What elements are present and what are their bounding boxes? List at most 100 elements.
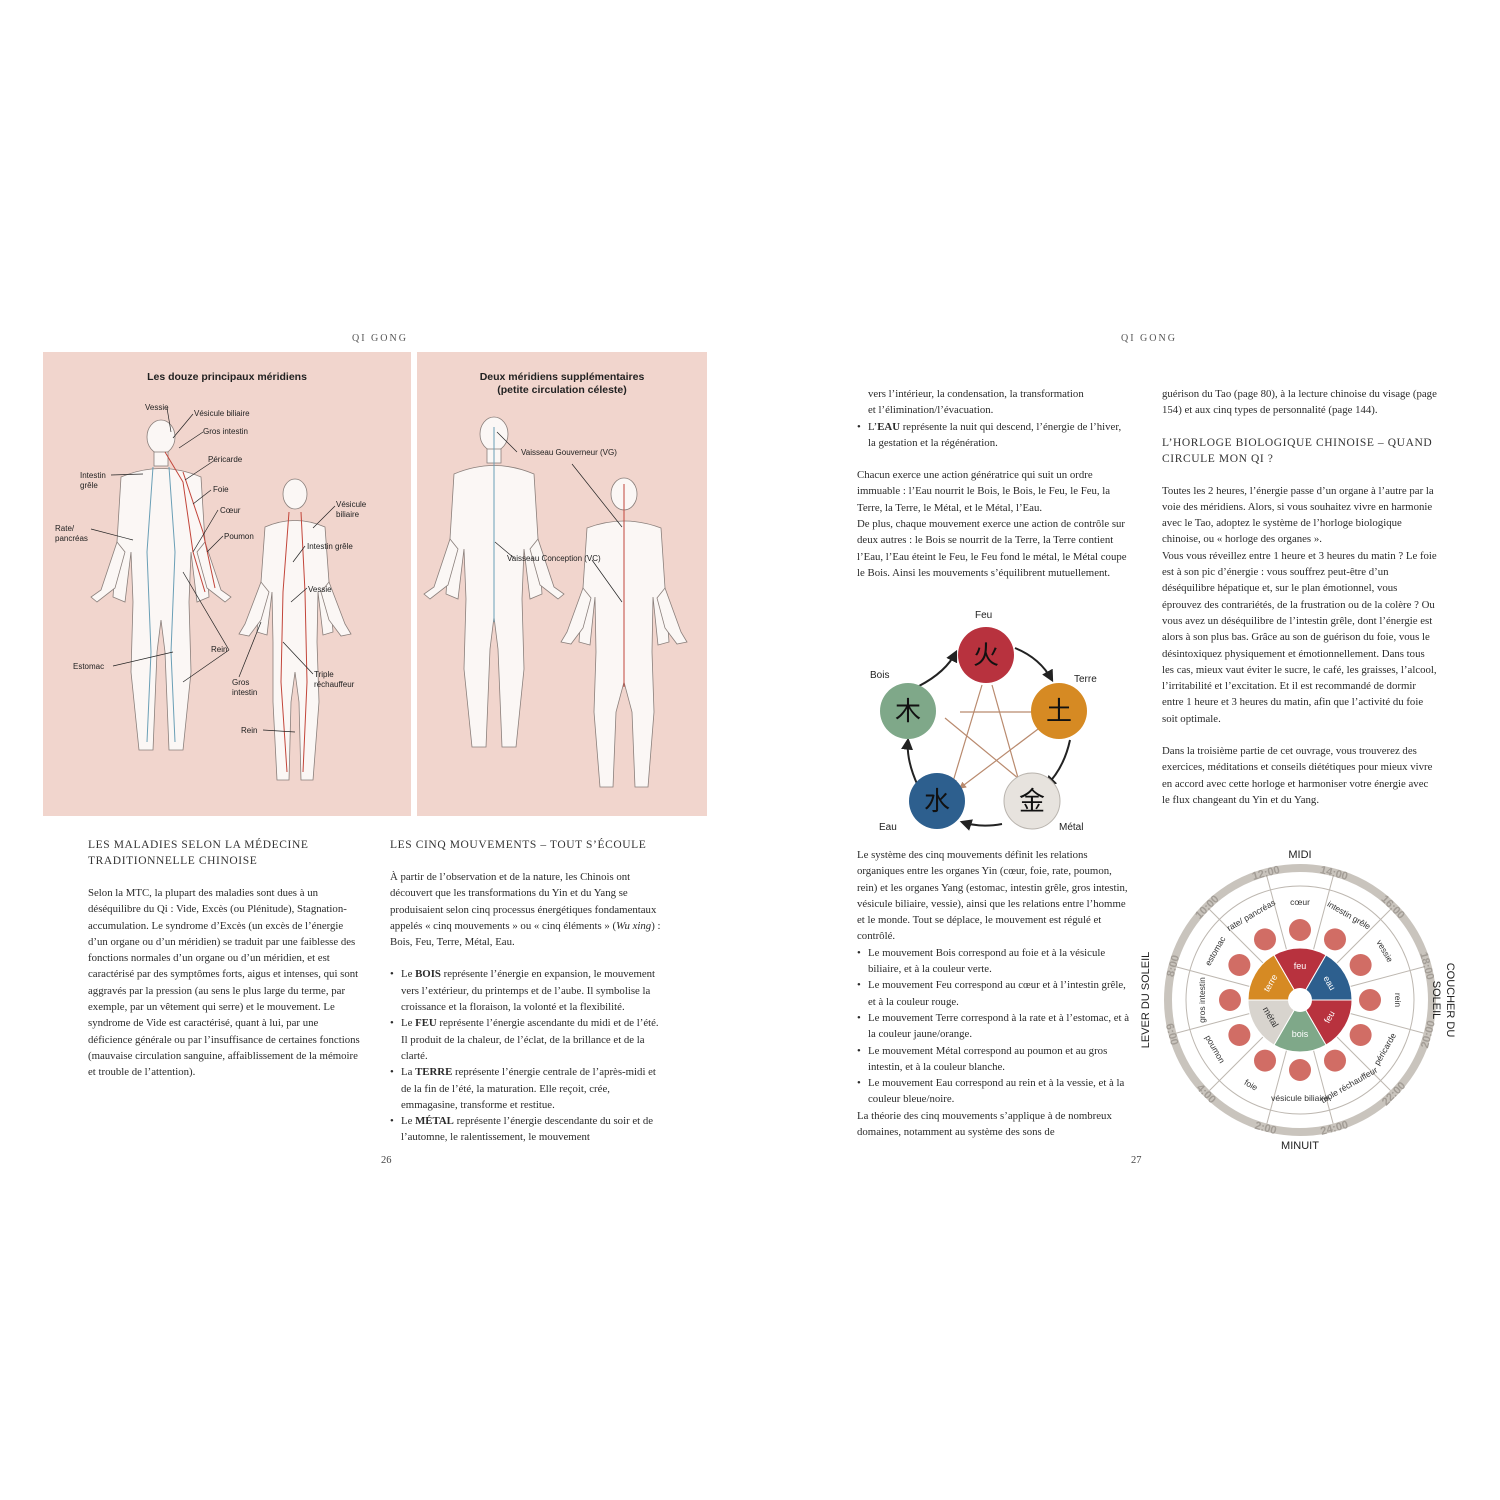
label-vesicule-biliaire: Vésicule biliaire [194,409,250,418]
paragraph-horloge-1: Toutes les 2 heures, l’énergie passe d’u… [1162,484,1434,546]
paragraph-horloge-3: Dans la troisième partie de cet ouvrage,… [1162,745,1433,806]
element-bullets: Le BOIS représente l’énergie en expansio… [390,966,664,1145]
clock-spoke [1336,909,1391,964]
intro-text-2: ) : Bois, Feu, Terre, Métal, Eau. [390,919,661,949]
intro-wu-xing: Wu xing [616,919,652,932]
body-figures-celestial [423,416,688,788]
five-elements-diagram: 火 土 金 水 木 Feu Terre Métal Eau Bois [870,610,1097,833]
label-vesicule-line2: biliaire [336,509,360,519]
paragraph-cinq-mouvements: À partir de l’observation et de la natur… [390,869,664,950]
organ-icon [1359,989,1381,1011]
bois-circle [880,683,936,739]
meridians-panel: Les douze principaux méridiens [43,352,411,816]
clock-spoke [1266,1050,1288,1124]
feu-circle [958,627,1014,683]
organ-icon [1289,1059,1311,1081]
heading-maladies: LES MALADIES SELON LA MÉDECINE TRADITION… [88,837,360,869]
clock-time-label: 8:00 [1165,954,1182,978]
heading-horloge-line2: CIRCULE MON QI ? [1162,452,1274,465]
label-vaisseau-conception: Vaisseau Conception (VC) [507,554,601,563]
paragraph-systeme: Le système des cinq mouvements définit l… [857,849,1128,943]
organ-icon [1349,1024,1372,1046]
bullet-mouvement-metal: Le mouvement Métal correspond au poumon … [857,1043,1131,1076]
clock-center-label: bois [1292,1029,1309,1039]
organ-icon [1324,928,1346,951]
cont-line2: et l’élimination/l’évacuation. [868,404,994,417]
clock-center-wedge-eau [1299,954,1353,1001]
clock-center-wedge-feu [1273,947,1327,1001]
label-bois: Bois [870,670,889,681]
bullet-text: représente l’énergie centrale de l’après… [401,1066,656,1111]
organ-label: rein [1393,993,1403,1007]
clock-center-wedge-feu [1299,999,1353,1046]
organ-label: gros intestin [1197,977,1207,1023]
label-vessie-back: Vessie [308,585,332,594]
paragraph-guerison-cont: guérison du Tao (page 80), à la lecture … [1162,388,1437,417]
right-col-2: guérison du Tao (page 80), à la lecture … [1162,386,1438,808]
label-rate-line1: Rate/ [55,524,75,533]
bullet-mouvement-terre: Le mouvement Terre correspond à la rate … [857,1010,1131,1043]
heading-horloge: L’HORLOGE BIOLOGIQUE CHINOISE – QUAND CI… [1162,435,1438,467]
feu-glyph: 火 [973,641,999,671]
label-vesicule-back: Vésicule biliaire [336,500,366,519]
bullet-key: MÉTAL [415,1115,454,1128]
terre-glyph: 土 [1046,697,1072,727]
bullet-pre: Le [401,968,416,981]
paragraph-horloge-2: Vous vous réveillez entre 1 heure et 3 h… [1162,549,1437,725]
clock-center-label: feu [1294,961,1307,971]
label-vesicule-line1: Vésicule [336,500,367,509]
paragraph-controle: De plus, chaque mouvement exerce une act… [857,518,1127,579]
bois-glyph: 木 [895,697,921,727]
bullet-pre: L’ [868,420,878,433]
label-midi: MIDI [1288,849,1311,861]
celestial-circulation-panel: Deux méridiens supplémentaires (petite c… [417,352,707,816]
clock-spoke [1176,966,1250,988]
paragraph-maladies: Selon la MTC, la plupart des maladies so… [88,887,360,1079]
label-rate-line2: pancréas [55,533,88,543]
paragraph-theorie: La théorie des cinq mouvements s’appliqu… [857,1109,1112,1139]
bullet-pre: Le [401,1017,416,1030]
bullet-metal: Le MÉTAL représente l’énergie descendant… [390,1113,664,1146]
clock-hub [1288,988,1312,1012]
heading-maladies-line1: LES MALADIES SELON LA MÉDECINE [88,839,309,851]
eau-circle [909,773,965,829]
body-figures-meridians [90,407,352,781]
organ-icon [1349,954,1372,976]
clock-center-wedge-bois [1273,999,1327,1053]
metal-circle [1003,772,1061,830]
label-grele-line2: grêle [80,480,98,490]
metal-continuation: vers l’intérieur, la condensation, la tr… [857,386,1131,419]
label-lever-du-soleil: LEVER DU SOLEIL [1140,952,1152,1049]
folio-left: 26 [381,1155,392,1166]
label-intestin-grele-back: Intestin grêle [307,542,353,551]
organ-label: cœur [1290,897,1310,907]
organ-icon [1254,928,1276,951]
label-minuit: MINUIT [1281,1140,1319,1152]
left-col-cinq-mouvements: LES CINQ MOUVEMENTS – TOUT S’ÉCOULE À pa… [390,837,664,1146]
bullet-key: TERRE [415,1066,453,1079]
bullet-bois: Le BOIS représente l’énergie en expansio… [390,966,664,1015]
panel-title-meridians: Les douze principaux méridiens [147,371,307,383]
clock-spoke [1176,1012,1250,1034]
label-intestin-line1: Intestin [80,471,106,480]
label-coeur: Cœur [220,506,241,515]
label-feu: Feu [975,610,992,621]
bullet-eau: L’EAU représente la nuit qui descend, l’… [857,419,1131,452]
clock-spoke [1350,1012,1424,1034]
clock-center-wedge-métal [1247,999,1301,1046]
clock-center-wedge-terre [1247,954,1301,1001]
mouvement-bullets: Le mouvement Bois correspond au foie et … [857,945,1131,1108]
bullet-terre: La TERRE représente l’énergie centrale d… [390,1064,664,1113]
label-estomac: Estomac [73,662,105,671]
label-vessie: Vessie [145,403,169,412]
label-pericarde: Péricarde [208,455,243,464]
intro-text-1: À partir de l’observation et de la natur… [390,871,657,932]
running-head-left: QI GONG [352,333,408,344]
label-vaisseau-gouverneur: Vaisseau Gouverneur (VG) [521,448,617,457]
label-gros-intestin-back: Gros intestin [232,678,257,697]
organ-icon [1219,989,1241,1011]
organ-icon [1289,919,1311,941]
folio-right: 27 [1131,1155,1142,1166]
label-triple-line1: Triple [314,670,334,679]
label-intestin-grele: Intestin grêle [80,471,106,490]
